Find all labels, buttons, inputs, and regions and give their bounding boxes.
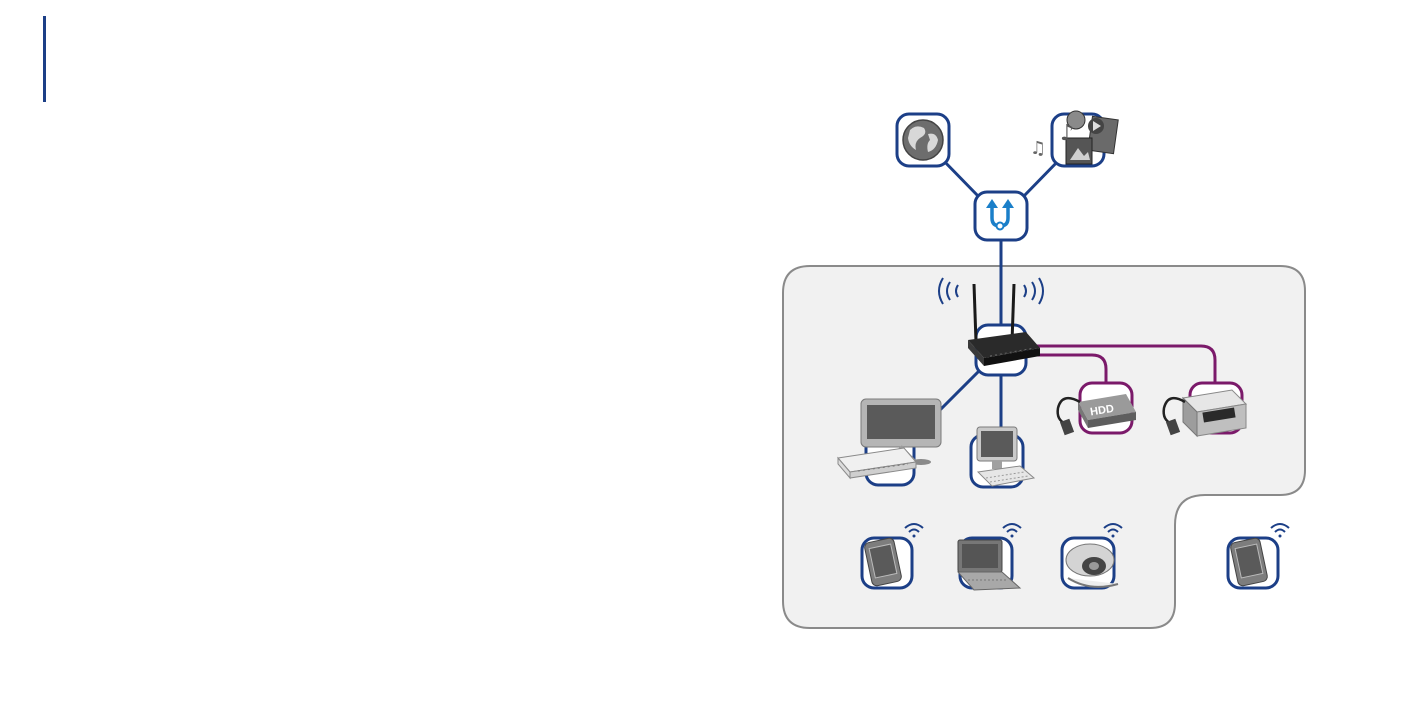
globe-icon <box>903 120 943 160</box>
wifi-signal-icon <box>1271 524 1289 538</box>
svg-text:♫: ♫ <box>1030 138 1046 159</box>
svg-text:♪: ♪ <box>1060 121 1074 146</box>
media-node: ♫ ♪ <box>1030 111 1118 166</box>
remote-phone-node <box>1228 524 1289 588</box>
internet-node <box>897 114 949 166</box>
modem-node <box>975 192 1027 240</box>
